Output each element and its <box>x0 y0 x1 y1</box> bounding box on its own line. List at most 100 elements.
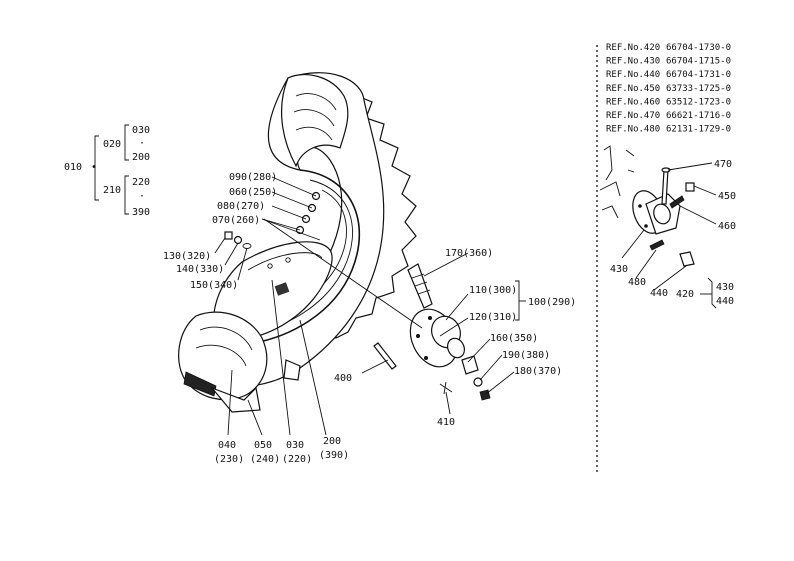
bolt-hole-1 <box>267 263 273 269</box>
label-120: 120(310) <box>469 312 517 323</box>
hub-bolt-2 <box>428 316 432 320</box>
part-150-bolt <box>242 243 252 249</box>
label-060: 060(250) <box>229 187 277 198</box>
inset-part-460-spring <box>669 195 685 209</box>
tree-bracket-outer <box>94 135 99 201</box>
label-150: 150(340) <box>190 280 238 291</box>
inset-label-420: 420 <box>676 289 694 300</box>
tree-030-label: 030 <box>132 125 150 136</box>
tire-bottom-shadow <box>183 371 217 397</box>
inset-frame-fragment <box>599 145 621 219</box>
ref-part-number: 62131-1729-0 <box>666 125 731 135</box>
tree-210-label: 210 <box>103 185 121 196</box>
tree-bracket-020 <box>124 124 129 161</box>
inset-bracket-420 <box>707 277 717 309</box>
inset-frame-ticks <box>625 149 635 173</box>
rim-outer-arc <box>239 169 361 346</box>
inset-part-440 <box>679 251 695 267</box>
inset-label-430: 430 <box>610 264 628 275</box>
label-050-a: 050 <box>254 440 272 451</box>
tire-section-line-1 <box>295 93 337 111</box>
hub-center <box>447 337 465 359</box>
label-410: 410 <box>437 417 455 428</box>
label-110: 110(300) <box>469 285 517 296</box>
inset-label-450: 450 <box>718 191 736 202</box>
ref-part-number: 63512-1723-0 <box>666 97 731 107</box>
part-410-clip <box>439 381 453 395</box>
hierarchy-tree: 010 • 020 210 030 · 200 220 · 390 <box>64 124 150 218</box>
inset-drawing: 470 450 460 430 480 440 420 430 440 <box>599 145 736 309</box>
bolt-hole-2 <box>285 257 291 263</box>
inset-label-430-b: 430 <box>716 282 734 293</box>
inset-part-480 <box>649 239 665 251</box>
inset-label-440-b: 440 <box>716 296 734 307</box>
ref-number: REF.No.480 <box>606 125 660 135</box>
label-040-b: (230) <box>214 454 244 465</box>
label-180: 180(370) <box>514 366 562 377</box>
hub-bolt-1 <box>416 334 420 338</box>
label-050-b: (240) <box>250 454 280 465</box>
label-190: 190(380) <box>502 350 550 361</box>
ref-part-number: 63733-1725-0 <box>666 84 731 94</box>
tree-dot-2: · <box>139 191 145 202</box>
label-160: 160(350) <box>490 333 538 344</box>
tire-section-top <box>281 74 349 168</box>
label-200-b: (390) <box>319 450 349 461</box>
ref-number: REF.No.420 <box>606 43 660 53</box>
inset-bolt-2 <box>644 224 648 228</box>
ref-number: REF.No.450 <box>606 84 660 94</box>
label-130: 130(320) <box>163 251 211 262</box>
label-080: 080(270) <box>217 201 265 212</box>
tire-section-bottom <box>178 311 268 401</box>
tree-root-label: 010 <box>64 162 82 173</box>
tree-390-label: 390 <box>132 207 150 218</box>
ref-part-number: 66704-1730-0 <box>666 43 731 53</box>
inset-part-450 <box>685 182 695 192</box>
tree-bracket-210 <box>124 175 129 215</box>
ref-number: REF.No.460 <box>606 97 660 107</box>
label-400: 400 <box>334 373 352 384</box>
label-070: 070(260) <box>212 215 260 226</box>
tire-bottom-line-1 <box>199 326 253 351</box>
label-030-a: 030 <box>286 440 304 451</box>
ref-part-number: 66704-1731-0 <box>666 70 731 80</box>
tire-assembly-drawing <box>178 72 417 413</box>
ref-number: REF.No.430 <box>606 57 660 67</box>
tire-section-line-2 <box>293 109 335 127</box>
tree-200-label: 200 <box>132 152 150 163</box>
part-130-nut <box>224 231 233 240</box>
inset-bolt-1 <box>638 204 642 208</box>
ref-part-number: 66621-1716-0 <box>666 111 731 121</box>
ref-number: REF.No.440 <box>606 70 660 80</box>
part-140-washer <box>233 235 243 245</box>
hub-assembly-drawing <box>373 263 491 401</box>
part-170-stud <box>407 263 433 309</box>
tire-section-line-3 <box>295 126 333 141</box>
label-030-b: (220) <box>282 454 312 465</box>
tree-220-label: 220 <box>132 177 150 188</box>
ref-part-number: 66704-1715-0 <box>666 57 731 67</box>
label-100: 100(290) <box>528 297 576 308</box>
label-090: 090(280) <box>229 172 277 183</box>
valve-hole <box>274 282 290 296</box>
disc-edge-line <box>247 252 323 271</box>
inset-label-480: 480 <box>628 277 646 288</box>
inset-label-460: 460 <box>718 221 736 232</box>
ref-number: REF.No.470 <box>606 111 660 121</box>
label-200-a: 200 <box>323 436 341 447</box>
inset-hub-center <box>653 203 671 225</box>
stud-thread <box>411 273 431 295</box>
callout-labels: 090(280) 060(250) 080(270) 070(260) 130(… <box>163 172 576 465</box>
label-040-a: 040 <box>218 440 236 451</box>
tree-dot-1: · <box>139 138 145 149</box>
tire-lug-bottom-2 <box>283 359 301 381</box>
part-160 <box>461 355 479 375</box>
tire-bottom-line-2 <box>195 344 247 367</box>
hub-bolt-3 <box>424 356 428 360</box>
tree-bullet: • <box>91 162 97 173</box>
tire-bottom-lug <box>210 386 261 413</box>
tree-020-label: 020 <box>103 139 121 150</box>
label-170: 170(360) <box>445 248 493 259</box>
